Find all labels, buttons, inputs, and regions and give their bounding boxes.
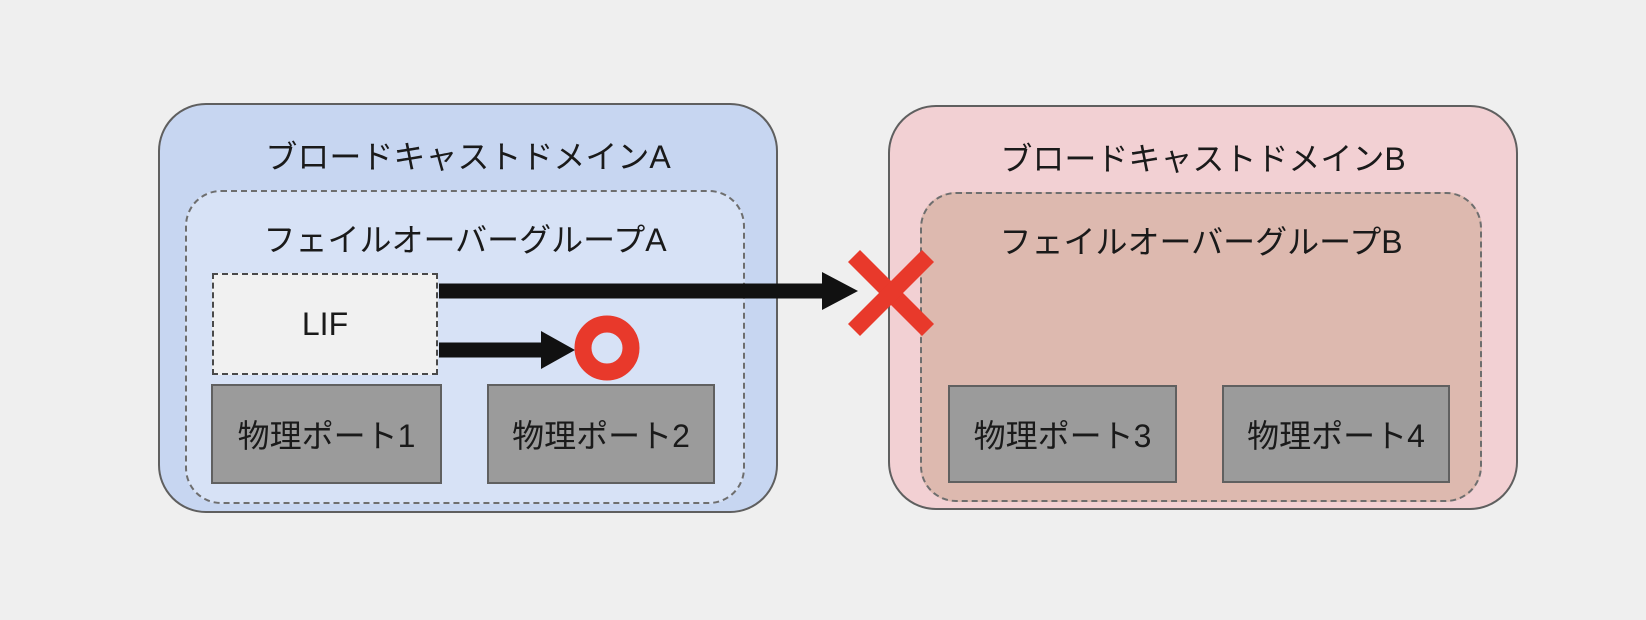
physical-port-4-label: 物理ポート4 [1247, 418, 1425, 454]
broadcast-domain-b-title: ブロードキャストドメインB [1000, 141, 1406, 177]
physical-port-1-label: 物理ポート1 [237, 418, 416, 454]
physical-port-1: 物理ポート1 [211, 384, 442, 484]
broadcast-domain-a: ブロードキャストドメインA フェイルオーバーグループA LIF 物理ポート1 物… [158, 103, 778, 513]
lif-label: LIF [301, 305, 349, 342]
broadcast-domain-b: ブロードキャストドメインB フェイルオーバーグループB 物理ポート3 物理ポート… [888, 105, 1518, 510]
failover-group-b-title: フェイルオーバーグループB [999, 224, 1403, 260]
lif-box: LIF [212, 273, 438, 375]
physical-port-3: 物理ポート3 [948, 385, 1177, 483]
failover-group-a: フェイルオーバーグループA LIF 物理ポート1 物理ポート2 [185, 190, 745, 504]
physical-port-2-label: 物理ポート2 [512, 418, 690, 454]
physical-port-4: 物理ポート4 [1222, 385, 1450, 483]
broadcast-domain-a-title: ブロードキャストドメインA [265, 139, 671, 175]
failover-group-a-title: フェイルオーバーグループA [263, 222, 667, 258]
physical-port-3-label: 物理ポート3 [973, 418, 1152, 454]
physical-port-2: 物理ポート2 [487, 384, 715, 484]
failover-group-b: フェイルオーバーグループB 物理ポート3 物理ポート4 [920, 192, 1482, 502]
